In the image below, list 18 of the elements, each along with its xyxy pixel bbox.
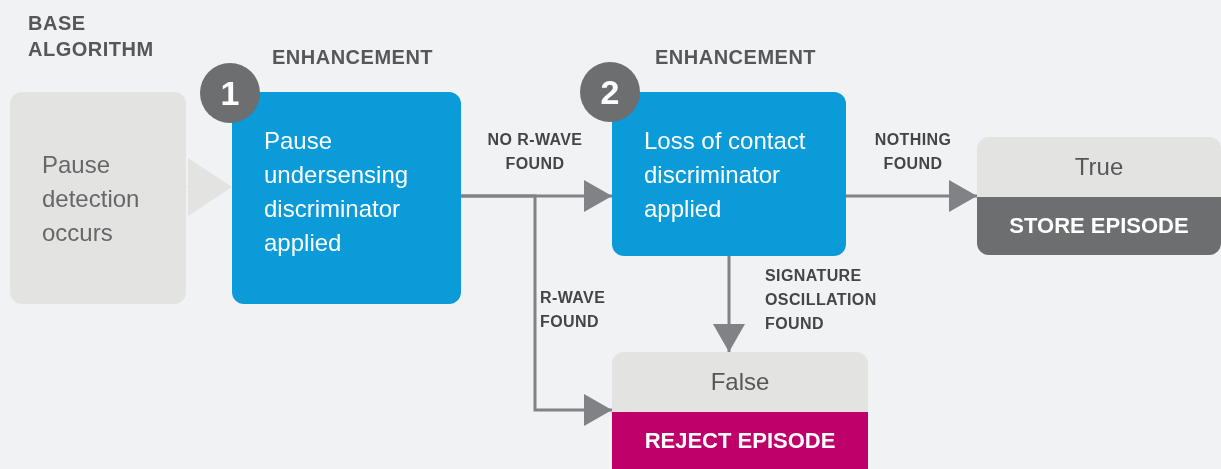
section-heading: ENHANCEMENT (655, 45, 818, 70)
arrow (846, 180, 977, 212)
start-box: Pause detection occurs (10, 92, 186, 304)
section-heading: ENHANCEMENT (272, 45, 435, 70)
edge-label: SIGNATURE OSCILLATION FOUND (765, 266, 878, 334)
result-action-band: REJECT EPISODE (612, 412, 868, 469)
edge-label: R-WAVE FOUND (540, 288, 607, 332)
edge-label: NO R-WAVE FOUND (486, 130, 584, 174)
result-value: False (710, 367, 770, 397)
chevron-arrow (185, 158, 233, 216)
result-value: True (1074, 152, 1124, 182)
arrow (461, 194, 612, 426)
arrow (713, 256, 745, 352)
result-action-band: STORE EPISODE (977, 197, 1221, 255)
edge-label: NOTHING FOUND (873, 130, 953, 174)
result-card (977, 137, 1221, 255)
result-card (612, 352, 868, 469)
section-heading: BASE ALGORITHM (28, 11, 155, 62)
